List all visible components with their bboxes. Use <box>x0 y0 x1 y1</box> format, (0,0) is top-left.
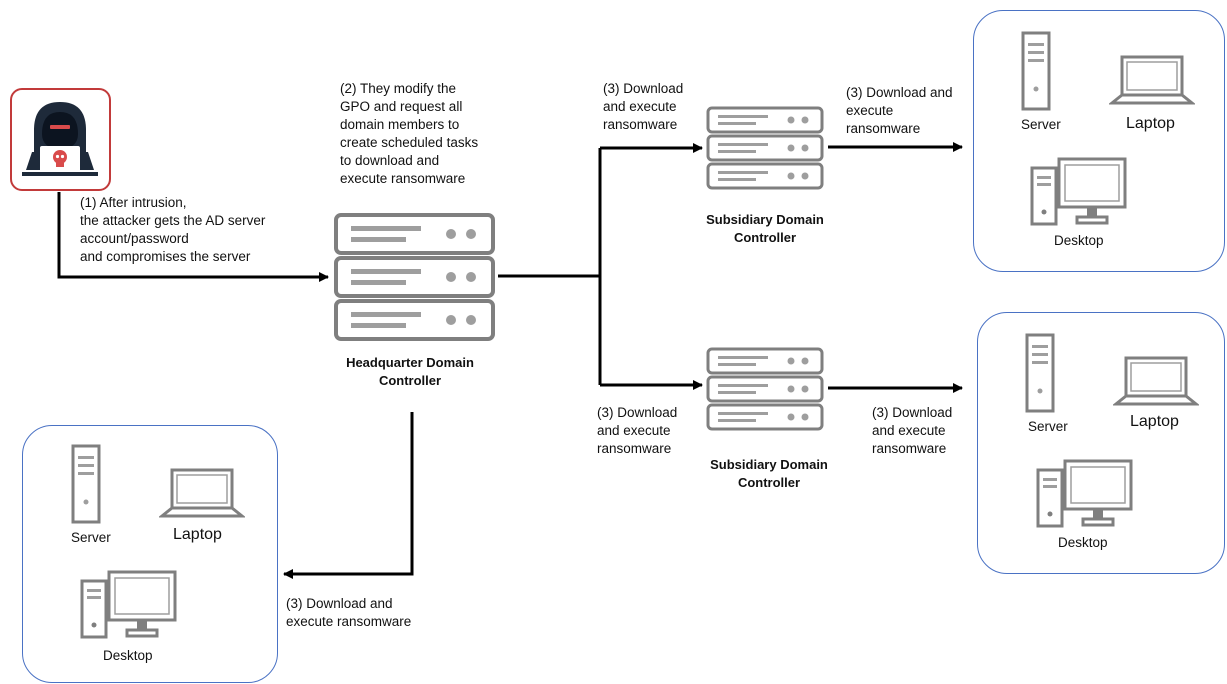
step3-bottom-label: (3) Download and execute ransomware <box>286 596 412 629</box>
desktop-icon <box>1036 459 1133 528</box>
arrow-attacker-to-hq <box>57 192 329 282</box>
server-icon <box>1025 333 1055 413</box>
laptop-icon <box>159 468 245 518</box>
server-label: Server <box>1028 419 1068 434</box>
step3-bottom-right-label: (3) Download and execute ransomware <box>872 405 953 456</box>
step2-label: (2) They modify the GPO and request all … <box>340 81 479 186</box>
subsidiary-bottom-controller-label: Subsidiary Domain Controller <box>710 457 828 490</box>
desktop-label: Desktop <box>1058 535 1108 550</box>
laptop-icon <box>1109 55 1195 105</box>
server-icon <box>1021 31 1051 111</box>
subsidiary-top-controller-label: Subsidiary Domain Controller <box>706 212 824 245</box>
subsidiary-bottom-server-icon <box>706 347 824 438</box>
desktop-label: Desktop <box>103 648 153 663</box>
server-label: Server <box>71 530 111 545</box>
desktop-icon <box>80 570 177 639</box>
device-group-bottom-right: Server Laptop Desktop <box>977 312 1225 574</box>
arrow-hq-to-left-group <box>283 412 414 579</box>
headquarter-server-icon <box>333 212 496 347</box>
step3-bottom-left-label: (3) Download and execute ransomware <box>597 405 678 456</box>
subsidiary-top-server-icon <box>706 106 824 197</box>
step3-top-left-label: (3) Download and execute ransomware <box>603 81 684 132</box>
device-group-bottom-left: Server Laptop Desktop <box>22 425 278 683</box>
desktop-label: Desktop <box>1054 233 1104 248</box>
server-icon <box>71 444 101 524</box>
desktop-icon <box>1030 157 1127 226</box>
laptop-label: Laptop <box>1126 115 1175 132</box>
server-label: Server <box>1021 117 1061 132</box>
step3-top-right-label: (3) Download and execute ransomware <box>846 85 953 136</box>
attacker-box <box>10 88 111 191</box>
device-group-top-right: Server Laptop Desktop <box>973 10 1225 272</box>
laptop-label: Laptop <box>1130 413 1179 430</box>
headquarter-controller-label: Headquarter Domain Controller <box>346 355 474 388</box>
laptop-icon <box>1113 356 1199 406</box>
step1-label: (1) After intrusion, the attacker gets t… <box>80 195 266 264</box>
hacker-icon <box>22 102 98 176</box>
laptop-label: Laptop <box>173 526 222 543</box>
